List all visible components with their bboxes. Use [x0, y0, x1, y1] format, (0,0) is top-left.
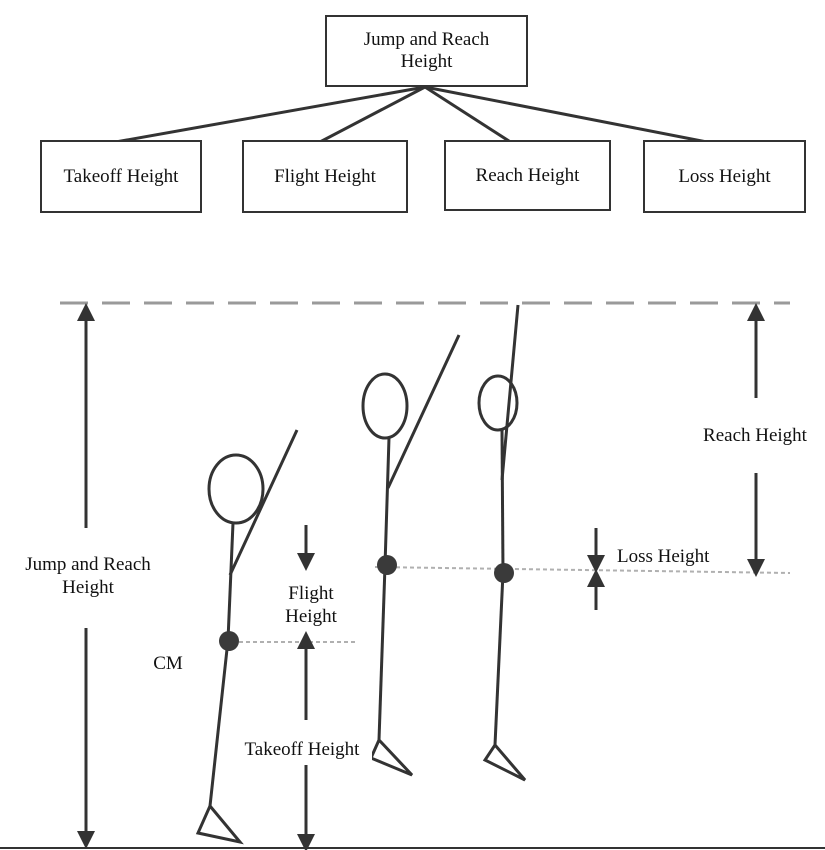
tree-connectors: [110, 87, 712, 143]
figure1-head: [209, 455, 263, 523]
connector-takeoff: [110, 87, 425, 143]
figure-reach-pose: [479, 305, 525, 780]
label-flight-height: Flight Height: [276, 582, 346, 628]
child-box-reach: Reach Height: [444, 140, 611, 211]
cm-marker-peak: [377, 555, 397, 575]
child-box-loss: Loss Height: [643, 140, 806, 213]
figure2-torso: [385, 438, 389, 566]
figure2-arm: [388, 335, 459, 488]
figure1-leg: [210, 640, 228, 806]
figure1-torso: [228, 523, 233, 640]
figure3-torso: [502, 430, 503, 573]
label-cm: CM: [148, 652, 188, 675]
cm-marker-reach: [494, 563, 514, 583]
figure-peak-pose: [363, 335, 459, 775]
label-jump-and-reach-height: Jump and Reach Height: [18, 553, 158, 599]
label-takeoff-height: Takeoff Height: [232, 738, 372, 761]
figure-takeoff-pose: [198, 430, 297, 842]
root-box-jump-reach: Jump and Reach Height: [325, 15, 528, 87]
cm-marker-takeoff: [219, 631, 239, 651]
figure2-leg: [379, 566, 385, 740]
figure1-arm: [230, 430, 297, 575]
child-box-flight: Flight Height: [242, 140, 408, 213]
dimension-arrows: [86, 312, 756, 843]
label-loss-height: Loss Height: [617, 545, 727, 568]
figure3-leg: [495, 573, 503, 745]
label-reach-height: Reach Height: [690, 424, 820, 447]
figure1-foot: [198, 806, 240, 842]
child-box-takeoff: Takeoff Height: [40, 140, 202, 213]
peak-cm-dashed-line: [375, 567, 790, 573]
figure3-foot: [485, 745, 525, 780]
figure2-foot: [371, 740, 412, 775]
figure2-head: [363, 374, 407, 438]
